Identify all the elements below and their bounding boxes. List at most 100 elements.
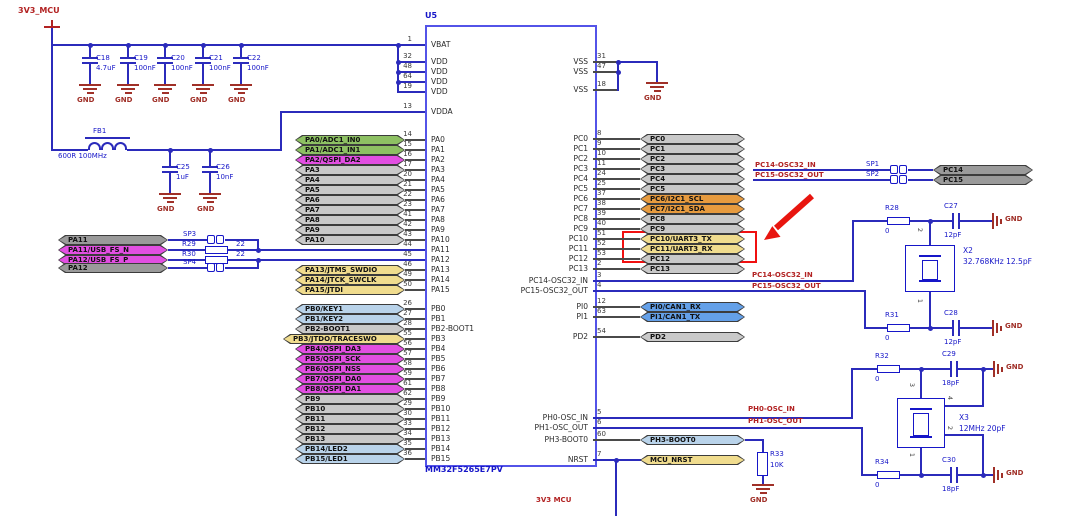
net-flag-PA11/USB_FS_N: PA11/USB_FS_N [58,245,168,255]
net-flag-fill [641,235,744,243]
junction-dot [918,472,924,478]
resistor-value: 22 [236,240,245,248]
junction-dot [927,325,933,331]
wire [399,81,425,83]
net-flag-fill [641,255,744,263]
net-flag-PB4/QSPI_DA3: PB4/QSPI_DA3 [295,344,405,354]
net-flag-MCU_NRST: MCU_NRST [640,455,745,465]
capacitor-plate [82,57,98,59]
pin-name: PB4 [431,344,446,353]
capacitor-value: 12pF [944,338,962,346]
wire [852,220,887,222]
pin-number: 56 [403,339,412,347]
net-flag-PA6: PA6 [295,195,405,205]
wire [202,46,204,57]
net-label: PH0-OSC_IN [748,405,795,413]
ground-symbol [996,216,998,226]
net-flag-label: PD2 [650,333,666,341]
ground-symbol [756,488,770,490]
pin-number: 38 [597,199,606,207]
net-flag-PC11/UART3_RX: PC11/UART3_RX [640,244,745,254]
net-flag-fill [296,136,404,144]
pin-number: 39 [597,209,606,217]
net-flag-label: MCU_NRST [650,456,693,464]
pin-name: PB5 [431,354,446,363]
net-flag-PA8: PA8 [295,215,405,225]
net-flag-fill [934,176,1032,184]
net-label: PC15-OSC32_OUT [752,282,821,290]
wire [920,448,922,476]
wire [593,188,640,190]
net-flag-label: PB12 [305,425,326,433]
crystal-element [922,260,938,280]
wire [861,427,863,476]
net-label: PC14-OSC32_IN [755,161,816,169]
pin-number: 57 [403,349,412,357]
net-flag-label: PA13/JTMS_SWDIO [305,266,378,274]
pin-name: PB9 [431,394,446,403]
wire [53,149,88,151]
ground-symbol [200,92,207,94]
resistor-R32 [877,365,900,373]
wire [405,199,425,201]
ground-symbol [992,213,994,229]
net-flag-PA1/ADC1_IN1: PA1/ADC1_IN1 [295,145,405,155]
ground-symbol [997,470,999,480]
wire [593,268,640,270]
wire [908,179,933,181]
net-flag-PC15: PC15 [933,175,1033,185]
crystal-value: 12MHz 20pF [959,424,1006,433]
pin-name: PB13 [431,434,451,443]
net-flag-fill [641,303,744,311]
wire [405,398,425,400]
net-flag-fill [296,345,404,353]
pin-name: VSS [573,57,588,66]
pin-name: PB10 [431,404,451,413]
net-flag-label: PC1 [650,145,666,153]
ferrite-bead-value: 600R 100MHz [58,152,107,160]
capacitor-value: 18pF [942,379,960,387]
wire [864,290,866,329]
pin-number: 32 [403,52,412,60]
junction-dot [395,42,401,48]
pin-number: 1 [407,35,412,43]
crystal-refdes: X2 [963,246,973,255]
pin-number: 21 [403,180,412,188]
wire [405,149,425,151]
pin-number: 15 [403,140,412,148]
wire [593,417,852,419]
capacitor-value: 100nF [209,64,231,72]
net-flag-PB15/LED1: PB15/LED1 [295,454,405,464]
net-flag-PA3: PA3 [295,165,405,175]
pin-number: 43 [403,230,412,238]
junction-dot [395,69,401,75]
junction-dot [927,218,933,224]
capacitor-plate [958,320,960,336]
net-flag-fill [59,246,167,254]
pin-name: PC4 [573,174,588,183]
net-flag-PC3: PC3 [640,164,745,174]
net-label: PC15-OSC32_OUT [755,171,824,179]
net-flag-label: PB4/QSPI_DA3 [305,345,362,353]
wire [593,61,618,63]
pin-name: VDD [431,87,448,96]
pin-number: 4 [597,281,602,289]
pin-name: PC3 [573,164,588,173]
gnd-label: GND [197,205,215,213]
pin-number: 28 [403,319,412,327]
wire [593,158,640,160]
pin-number: 11 [597,159,606,167]
jumper-refdes: SP4 [183,258,197,266]
net-flag-label: PC2 [650,155,666,163]
net-flag-label: PC11/UART3_RX [650,245,713,253]
crystal-pin-number: 3 [908,382,917,388]
pin-number: 50 [403,280,412,288]
mcu-chip-body [425,25,597,467]
wire [225,239,257,241]
wire [405,328,425,330]
capacitor-plate [82,62,98,64]
capacitor-refdes: C22 [247,54,261,62]
net-flag-fill [296,435,404,443]
net-flag-PH3-BOOT0: PH3-BOOT0 [640,435,745,445]
pin-name: PC6 [573,194,588,203]
